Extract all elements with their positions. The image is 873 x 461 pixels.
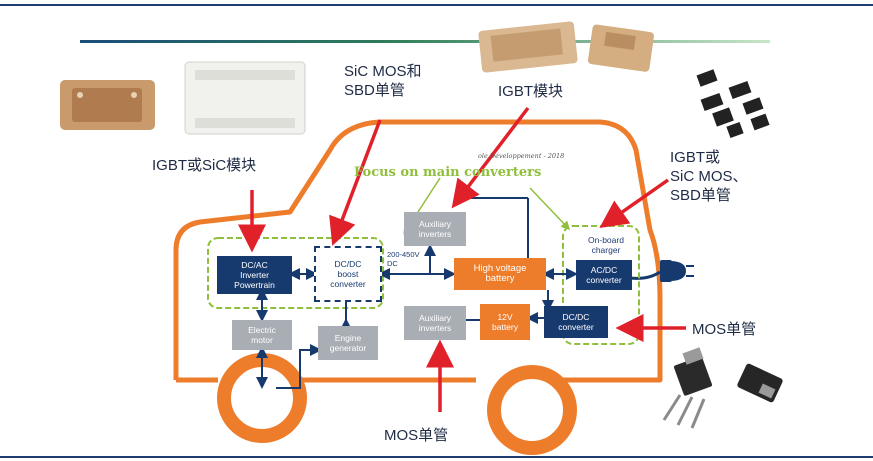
dcdc-boost-block: DC/DC boost converter	[314, 246, 382, 302]
igbt-module-image-top	[478, 21, 654, 73]
hv-battery-block: High voltage battery	[454, 258, 546, 290]
dcac-inverter-block: DC/AC Inverter Powertrain	[217, 256, 292, 294]
aux-inverters-bottom-block: Auxiliary inverters	[404, 306, 466, 340]
discrete-transistors-image	[696, 69, 770, 139]
battery-12v-block: 12V battery	[480, 304, 530, 340]
label-mos-single-right: MOS单管	[692, 321, 757, 338]
front-wheel	[487, 365, 577, 455]
onboard-charger-label: On-board charger	[588, 235, 624, 255]
top-border-line	[0, 4, 873, 6]
voltage-label: 200-450V DC	[387, 250, 420, 268]
to-247-transistor-image	[662, 347, 713, 429]
label-sic-mos-sbd: SiC MOS和 SBD单管	[344, 63, 422, 99]
header-gradient-line	[80, 40, 770, 43]
label-igbt-module: IGBT模块	[498, 83, 564, 100]
dpak-transistor-image	[737, 363, 783, 403]
car-outline	[173, 119, 663, 383]
electric-motor-block: Electric motor	[232, 320, 292, 350]
main-converter-group	[207, 237, 384, 309]
label-igbt-sic-mos-sbd: IGBT或 SiC MOS、 SBD单管	[670, 149, 748, 204]
source-note: ole Développement - 2018	[478, 152, 565, 160]
igbt-module-image-left	[60, 80, 155, 130]
label-igbt-or-sic-module: IGBT或SiC模块	[152, 157, 257, 174]
igbt-module-image-white	[184, 61, 306, 135]
acdc-converter-block: AC/DC converter	[576, 260, 632, 290]
dcdc-converter-block: DC/DC converter	[544, 306, 608, 338]
focus-title: Focus on main converters	[354, 165, 542, 180]
label-mos-single-bottom: MOS单管	[384, 427, 449, 444]
aux-inverters-top-block: Auxiliary inverters	[404, 212, 466, 246]
charging-plug-icon	[629, 260, 694, 282]
engine-generator-block: Engine generator	[318, 326, 378, 360]
bottom-border-line	[0, 456, 873, 458]
